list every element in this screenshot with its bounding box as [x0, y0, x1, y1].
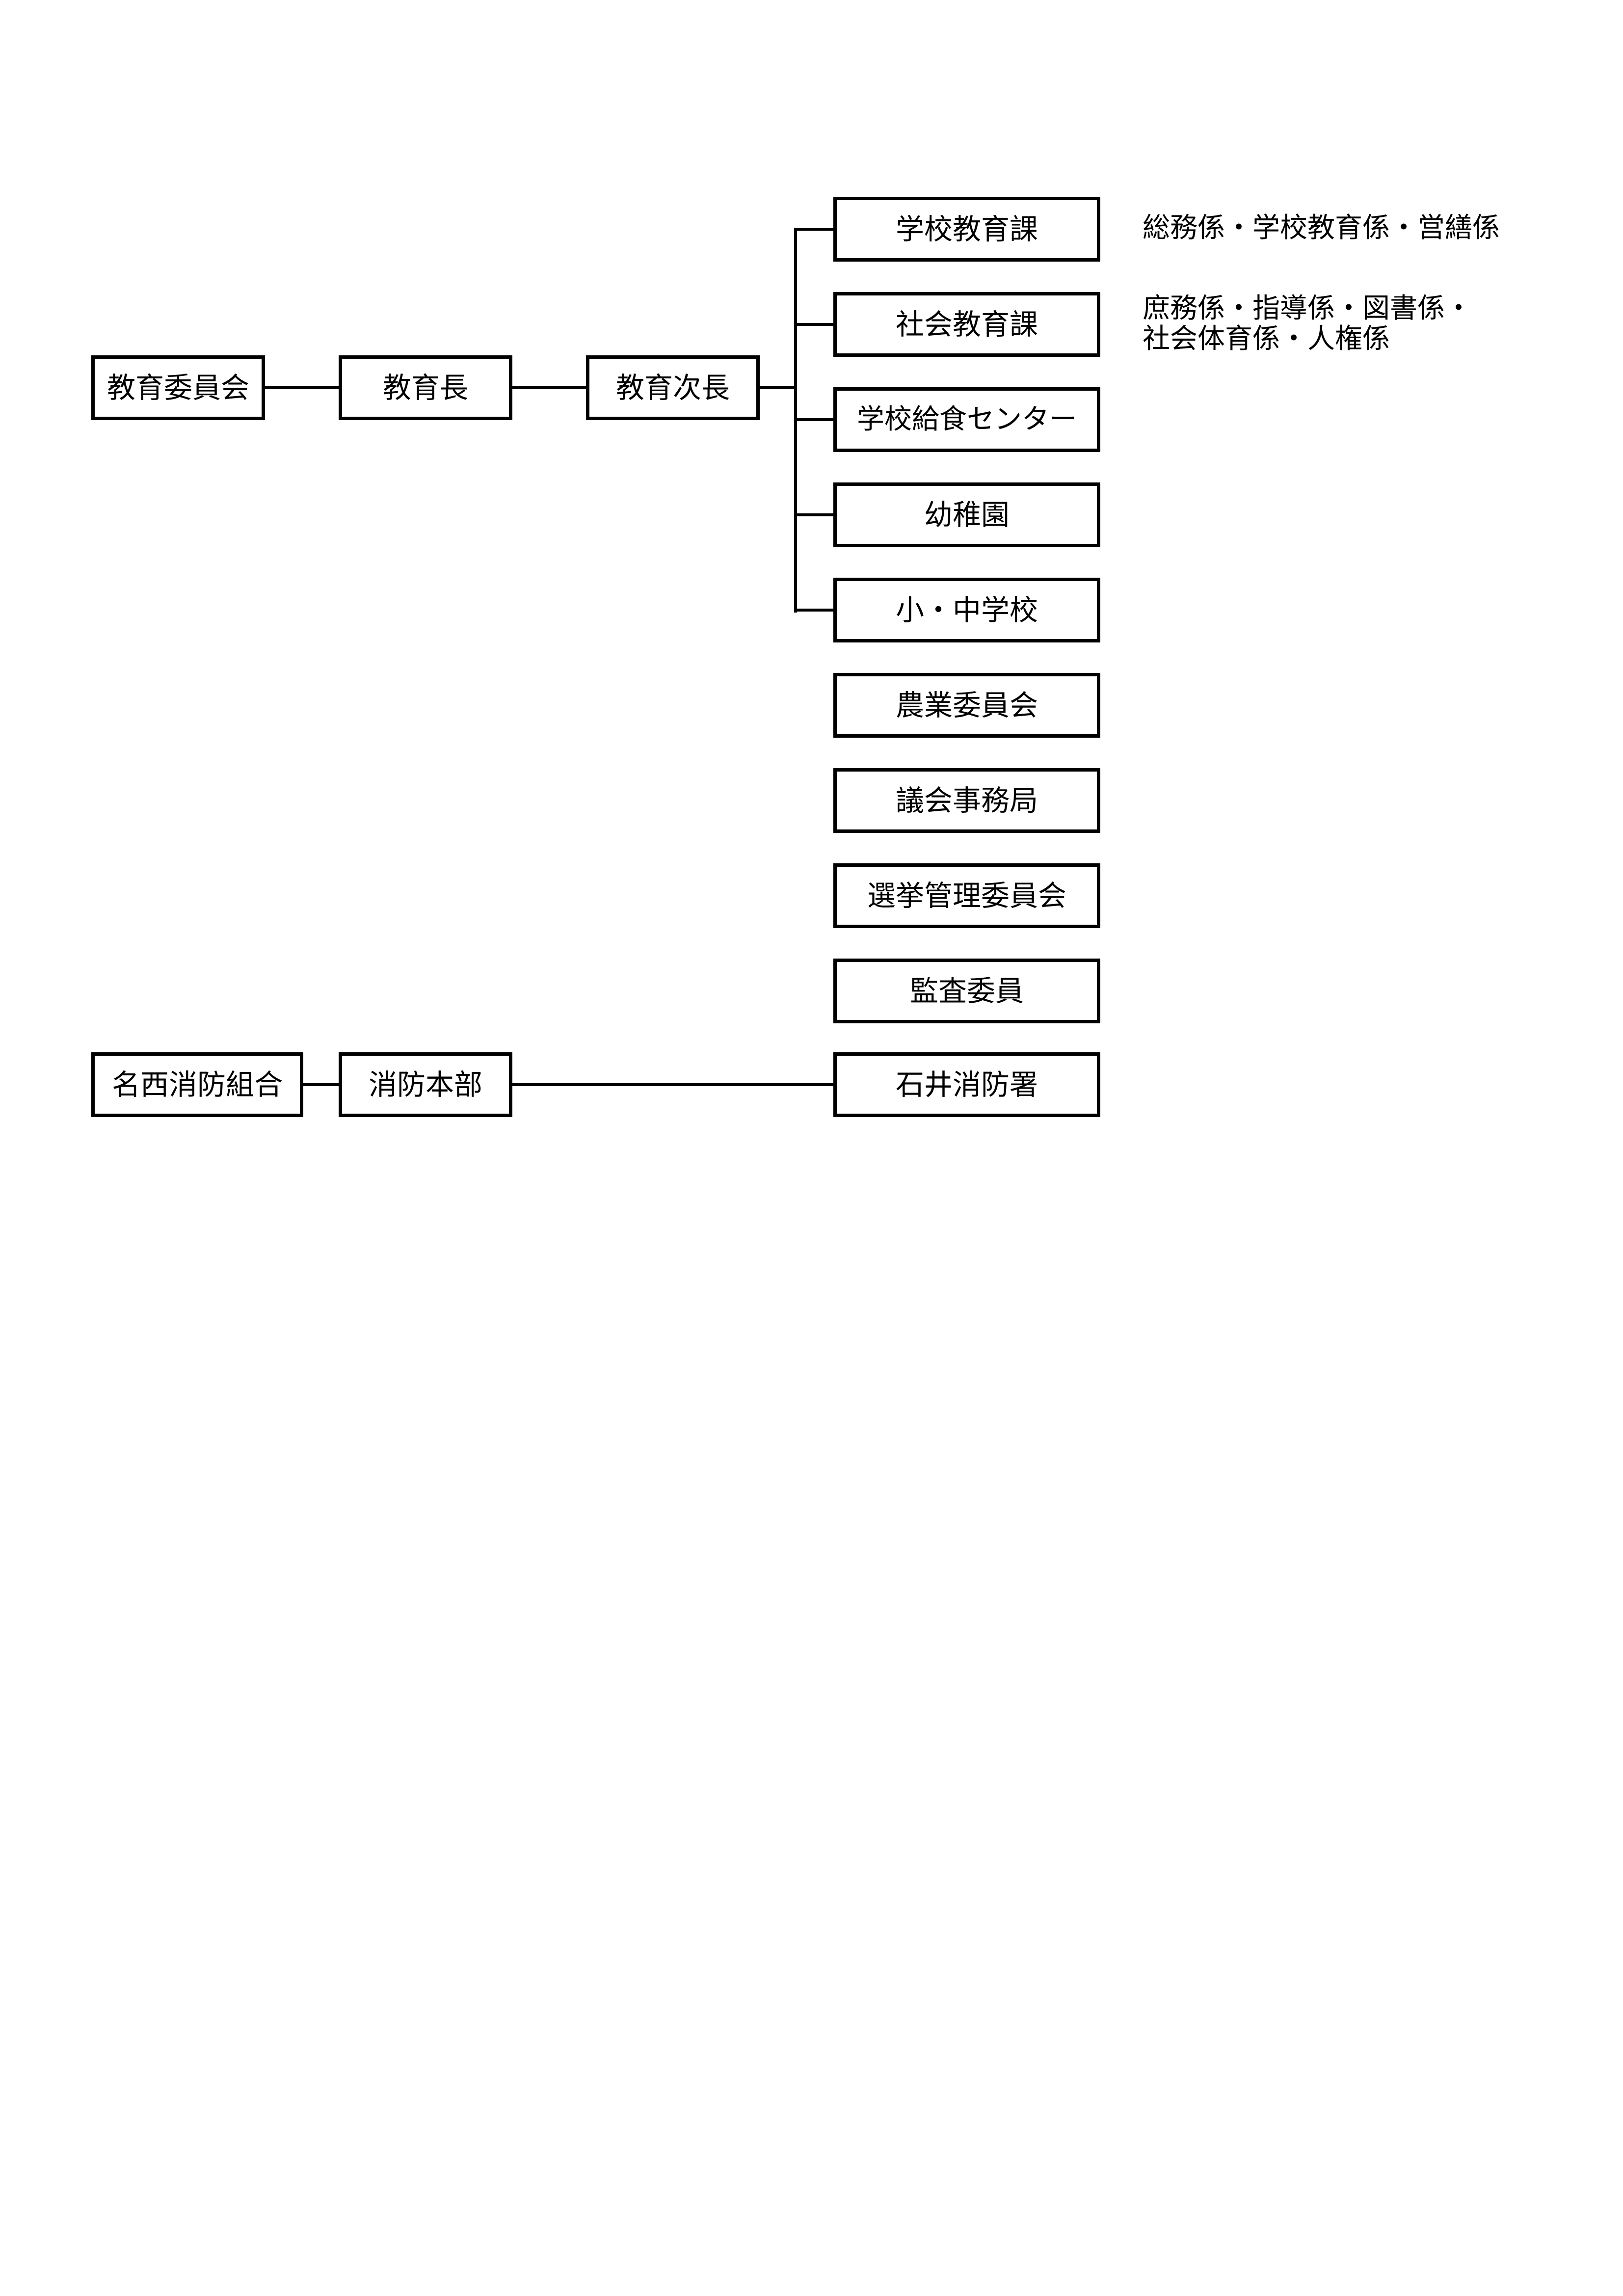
fire-station-label: 石井消防署	[895, 1068, 1038, 1101]
board-of-education-box: 教育委員会	[91, 355, 265, 420]
independent-body-label: 監査委員	[909, 974, 1024, 1008]
fire-union-box: 名西消防組合	[91, 1052, 303, 1117]
connector-deputy-to-bus	[758, 386, 797, 389]
division-label: 幼稚園	[924, 498, 1010, 532]
independent-body-agriculture-committee: 農業委員会	[833, 673, 1100, 738]
division-box-school-lunch-center: 学校給食センター	[833, 387, 1100, 452]
independent-body-label: 選挙管理委員会	[867, 879, 1066, 912]
deputy-superintendent-box: 教育次長	[586, 355, 760, 420]
branch-to-division-5	[794, 609, 836, 612]
division-label: 小・中学校	[895, 593, 1038, 627]
staff-line: 庶務係・指導係・図書係・	[1143, 293, 1472, 324]
branch-to-division-4	[794, 513, 836, 516]
superintendent-box: 教育長	[339, 355, 512, 420]
division-box-kindergarten: 幼稚園	[833, 482, 1100, 547]
fire-station-box: 石井消防署	[833, 1052, 1100, 1117]
fire-union-label: 名西消防組合	[111, 1068, 283, 1101]
fire-headquarters-box: 消防本部	[339, 1052, 512, 1117]
fire-headquarters-label: 消防本部	[368, 1068, 482, 1101]
connector-board-to-superintendent	[263, 386, 342, 389]
board-of-education-label: 教育委員会	[106, 371, 249, 404]
division-box-social-education: 社会教育課	[833, 292, 1100, 357]
division-label: 学校教育課	[895, 213, 1038, 246]
branch-to-division-3	[794, 418, 836, 421]
superintendent-label: 教育長	[382, 371, 468, 404]
branch-to-division-1	[794, 228, 836, 231]
deputy-superintendent-label: 教育次長	[615, 371, 730, 404]
branch-to-division-2	[794, 323, 836, 326]
division-label: 社会教育課	[895, 308, 1038, 341]
division-label: 学校給食センター	[857, 403, 1077, 435]
independent-body-assembly-secretariat: 議会事務局	[833, 768, 1100, 833]
independent-body-label: 議会事務局	[895, 784, 1038, 817]
connector-headquarters-to-station	[510, 1083, 836, 1086]
independent-body-audit-commissioner: 監査委員	[833, 959, 1100, 1023]
connector-superintendent-to-deputy	[510, 386, 589, 389]
division-box-school-education: 学校教育課	[833, 197, 1100, 262]
connector-union-to-headquarters	[301, 1083, 342, 1086]
independent-body-election-commission: 選挙管理委員会	[833, 863, 1100, 928]
independent-body-label: 農業委員会	[895, 689, 1038, 722]
staff-note-social-education: 庶務係・指導係・図書係・ 社会体育係・人権係	[1143, 294, 1472, 354]
staff-note-school-education: 総務係・学校教育係・営繕係	[1143, 213, 1500, 243]
staff-line: 総務係・学校教育係・営繕係	[1143, 212, 1500, 244]
division-box-schools: 小・中学校	[833, 578, 1100, 642]
staff-line: 社会体育係・人権係	[1143, 323, 1390, 355]
